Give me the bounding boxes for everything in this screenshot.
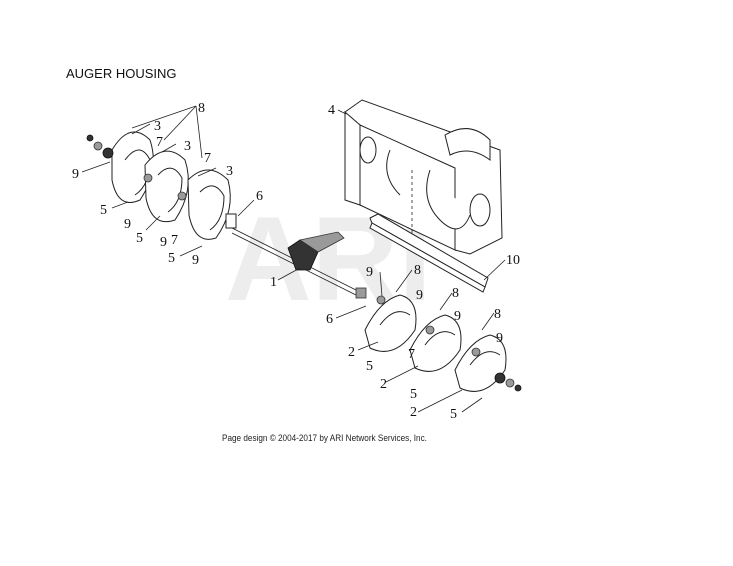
left-auger-flights [86,131,237,240]
callout-2: 2 [410,405,417,420]
callout-3: 3 [154,119,161,134]
callout-6: 6 [256,189,263,204]
callout-9: 9 [72,167,79,182]
leader-lines [81,105,506,413]
callout-9: 9 [416,288,423,303]
callout-5: 5 [410,387,417,402]
callout-9: 9 [496,331,503,346]
callout-8: 8 [452,286,459,301]
right-auger-flights [364,294,522,392]
callout-7: 7 [408,347,415,362]
callout-5: 5 [100,203,107,218]
callout-9: 9 [192,253,199,268]
callout-2: 2 [380,377,387,392]
callout-5: 5 [136,231,143,246]
copyright-notice: Page design © 2004-2017 by ARI Network S… [222,433,427,444]
callout-9: 9 [160,235,167,250]
page-title: AUGER HOUSING [66,66,177,81]
callout-10: 10 [506,253,520,268]
callout-5: 5 [168,251,175,266]
callout-8: 8 [494,307,501,322]
callout-8: 8 [198,101,205,116]
callout-9: 9 [366,265,373,280]
callout-labels: 8 3 7 3 7 3 9 5 9 5 9 7 5 9 6 4 10 1 9 8… [72,101,520,422]
callout-4: 4 [328,103,335,118]
callout-2: 2 [348,345,355,360]
callout-7: 7 [204,151,211,166]
scraper-bar-part [369,213,489,293]
callout-3: 3 [226,164,233,179]
callout-5: 5 [450,407,457,422]
callout-7: 7 [171,233,178,248]
callout-3: 3 [184,139,191,154]
callout-7: 7 [156,135,163,150]
auger-housing-part [344,99,503,255]
callout-9: 9 [124,217,131,232]
gearbox-part [231,227,367,299]
callout-8: 8 [414,263,421,278]
callout-9: 9 [454,309,461,324]
callout-1: 1 [270,275,277,290]
callout-5: 5 [366,359,373,374]
callout-6: 6 [326,312,333,327]
